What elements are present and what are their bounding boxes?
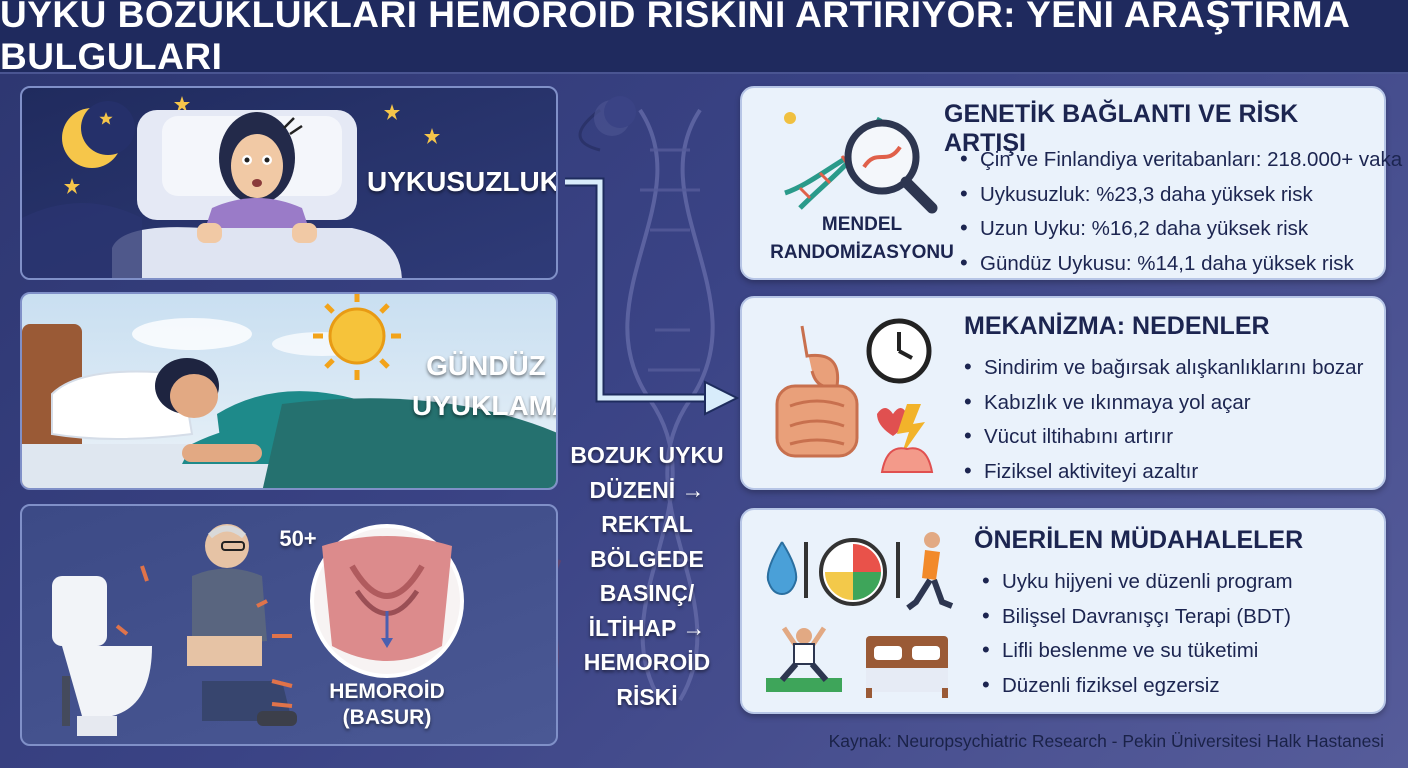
toilet-scene-illustration — [52, 524, 464, 736]
chain-line: BOZUK UYKU — [570, 442, 724, 468]
digestive-system-icon — [775, 325, 859, 458]
mechanism-card: MEKANİZMA: NEDENLER Sindirim ve bağırsak… — [740, 296, 1386, 490]
bed-icon — [866, 636, 948, 698]
list-item: Çin ve Finlandiya veritabanları: 218.000… — [960, 142, 1402, 177]
list-item: Fiziksel aktiviteyi azaltır — [964, 454, 1363, 489]
mechanism-list: Sindirim ve bağırsak alışkanlıklarını bo… — [964, 350, 1363, 488]
list-item: Kabızlık ve ıkınmaya yol açar — [964, 385, 1363, 420]
hemorrhoid-panel: 50+ HEMOROİD (BASUR) — [20, 504, 558, 746]
magnifier-icon — [844, 119, 938, 214]
list-item: Uykusuzluk: %23,3 daha yüksek risk — [960, 177, 1402, 212]
list-item: Uyku hijyeni ve düzenli program — [982, 564, 1293, 599]
source-citation: Kaynak: Neuropsychiatric Research - Peki… — [828, 731, 1384, 751]
age-badge: 50+ — [279, 526, 317, 551]
list-item: Vücut iltihabını artırır — [964, 419, 1363, 454]
flow-arrow — [565, 177, 740, 416]
interventions-card: ÖNERİLEN MÜDAHALELER Uyku hijyeni ve düz… — [740, 508, 1386, 714]
clock-icon — [866, 318, 932, 384]
chain-line: İLTİHAP → — [588, 614, 706, 641]
hemorrhoid-label-line2: (BASUR) — [342, 706, 432, 729]
hemorrhoid-label-line1: HEMOROİD — [329, 680, 445, 703]
water-drop-icon — [766, 541, 798, 596]
mechanism-card-title: MEKANİZMA: NEDENLER — [964, 312, 1270, 340]
mendel-caption-line2: RANDOMİZASYONU — [770, 242, 954, 263]
daytime-label-line2: UYUKLAMA — [412, 390, 558, 421]
chain-line: RİSKİ — [616, 683, 678, 710]
chain-line: REKTAL BÖLGEDE — [590, 511, 704, 572]
interventions-list: Uyku hijyeni ve düzenli program Bilişsel… — [982, 564, 1293, 702]
inflammation-icon — [877, 404, 934, 473]
daytime-scene-illustration — [22, 294, 556, 488]
insomnia-label: UYKUSUZLUK — [367, 166, 558, 197]
list-item: Uzun Uyku: %16,2 daha yüksek risk — [960, 211, 1402, 246]
page-title: UYKU BOZUKLUKLARI HEMOROİD RİSKİNİ ARTIR… — [0, 0, 1349, 77]
mendel-caption-line1: MENDEL — [821, 214, 903, 235]
plate-icon — [804, 538, 900, 606]
interventions-card-title: ÖNERİLEN MÜDAHALELER — [974, 526, 1304, 554]
chain-line: HEMOROİD — [583, 649, 711, 675]
chain-line: BASINÇ/ — [599, 580, 695, 606]
list-item: Sindirim ve bağırsak alışkanlıklarını bo… — [964, 350, 1363, 385]
insomnia-panel: UYKUSUZLUK — [20, 86, 558, 280]
daytime-sleepiness-panel: GÜNDÜZ UYUKLAMA — [20, 292, 558, 490]
causal-chain-text: BOZUK UYKU DÜZENİ → REKTAL BÖLGEDE BASIN… — [556, 438, 738, 714]
list-item: Düzenli fiziksel egzersiz — [982, 668, 1293, 703]
night-scene-illustration — [22, 96, 440, 278]
daytime-label-line1: GÜNDÜZ — [426, 350, 546, 381]
genetic-card: MENDEL RANDOMİZASYONU GENETİK BAĞLANTI V… — [740, 86, 1402, 280]
header-bar: UYKU BOZUKLUKLARI HEMOROİD RİSKİNİ ARTIR… — [0, 0, 1408, 77]
list-item: Bilişsel Davranışçı Terapi (BDT) — [982, 599, 1293, 634]
list-item: Lifli beslenme ve su tüketimi — [982, 633, 1293, 668]
exercise-icon — [766, 626, 842, 692]
runner-icon — [906, 532, 954, 611]
list-item: Gündüz Uykusu: %14,1 daha yüksek risk — [960, 246, 1402, 281]
genetic-list: Çin ve Finlandiya veritabanları: 218.000… — [960, 142, 1402, 280]
chain-line: DÜZENİ → — [589, 476, 705, 503]
